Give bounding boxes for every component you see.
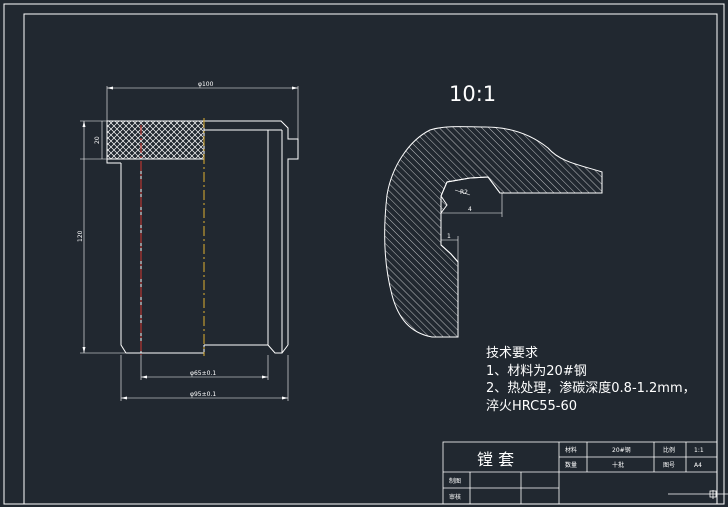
outer-border <box>3 3 725 505</box>
body-left-outer <box>120 163 127 354</box>
title-sheet-value: A4 <box>694 462 702 469</box>
tech-heading: 技术要求 <box>486 346 539 361</box>
detail-scale-label: 10:1 <box>449 82 496 106</box>
dim-outer-diameter: φ95±0.1 <box>190 391 216 398</box>
title-quantity-label: 数量 <box>565 461 577 469</box>
detail-inner-outline <box>440 176 602 337</box>
detail-view: R2 4 1 <box>384 126 603 338</box>
title-checked-label: 审核 <box>449 493 461 501</box>
inner-border <box>23 13 718 505</box>
main-part-view <box>106 120 299 354</box>
tech-note-1: 1、材料为20#钢 <box>486 363 587 379</box>
dim-knurl-height: 20 <box>94 136 101 144</box>
crosshair-cursor-icon <box>668 490 728 499</box>
title-drawn-label: 制图 <box>449 477 461 485</box>
dimension-lines <box>80 86 299 401</box>
detail-dim-radius: R2 <box>460 189 468 196</box>
title-quantity-value: 十批 <box>612 461 624 469</box>
title-material-value: 20#钢 <box>612 446 631 454</box>
technical-requirements: 技术要求 1、材料为20#钢 2、热处理，渗碳深度0.8-1.2mm， 淬火HR… <box>486 345 696 415</box>
dimension-arrows <box>82 86 298 400</box>
title-material-label: 材料 <box>565 446 577 454</box>
head-step <box>106 159 121 164</box>
title-scale-label: 比例 <box>663 446 675 454</box>
detail-dim-step: 1 <box>447 233 451 240</box>
body-bottom <box>126 344 289 354</box>
detail-dim-length: 4 <box>468 206 472 213</box>
title-part-name: 镗 套 <box>477 450 514 469</box>
title-scale-value: 1:1 <box>694 447 704 454</box>
detail-section-hatched <box>384 126 603 338</box>
dim-inner-diameter: φ65±0.1 <box>190 370 216 377</box>
detail-dimension-lines <box>441 189 503 262</box>
dim-total-height: 120 <box>77 230 84 242</box>
tech-note-3: 淬火HRC55-60 <box>486 398 578 414</box>
dim-top-diameter: φ100 <box>198 81 214 88</box>
title-sheet-label: 图号 <box>663 462 675 469</box>
title-block-lines <box>442 441 718 505</box>
knurled-head <box>106 120 205 160</box>
tech-note-2: 2、热处理，渗碳深度0.8-1.2mm， <box>486 381 696 396</box>
head-outline-right <box>204 120 299 345</box>
